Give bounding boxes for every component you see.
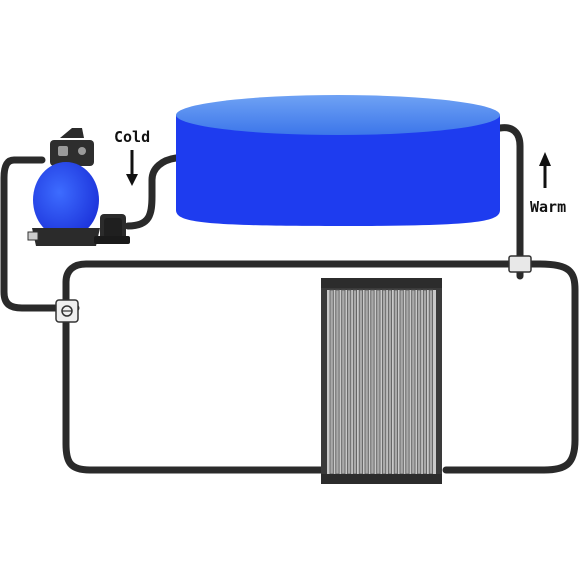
panel-tube xyxy=(382,289,387,475)
arrow-down-icon xyxy=(126,150,138,186)
panel-tube xyxy=(387,289,392,475)
tee-fitting xyxy=(508,255,532,273)
arrow-up-icon xyxy=(539,152,551,188)
cold-label: Cold xyxy=(114,128,150,146)
sand-filter-pump xyxy=(27,128,130,246)
panel-tube xyxy=(393,289,398,475)
panel-tube xyxy=(422,289,427,475)
warm-label: Warm xyxy=(530,198,566,216)
panel-tube xyxy=(335,289,340,475)
panel-tube xyxy=(405,289,410,475)
panel-tube xyxy=(341,289,346,475)
panel-tube xyxy=(428,289,433,475)
hose-tank-to-valve xyxy=(0,156,60,312)
filter-tank xyxy=(33,162,99,238)
hose-pool-to-tee xyxy=(496,124,524,266)
panel-tube xyxy=(399,289,404,475)
panel-tube xyxy=(352,289,357,475)
panel-tube xyxy=(358,289,363,475)
panel-tube xyxy=(347,289,352,475)
pool-water-surface xyxy=(176,95,500,135)
solar-panel xyxy=(321,278,442,484)
hose-panel-to-valve xyxy=(62,314,326,474)
pool xyxy=(176,95,500,226)
panel-tube xyxy=(417,289,422,475)
hose-main-loop xyxy=(62,260,579,474)
panel-tube xyxy=(329,289,334,475)
valve-icon xyxy=(55,299,79,323)
panel-tube xyxy=(364,289,369,475)
hose-pump-to-pool xyxy=(124,154,180,230)
panel-tube xyxy=(411,289,416,475)
panel-tube xyxy=(376,289,381,475)
panel-tube xyxy=(370,289,375,475)
pool-wall xyxy=(176,115,500,226)
